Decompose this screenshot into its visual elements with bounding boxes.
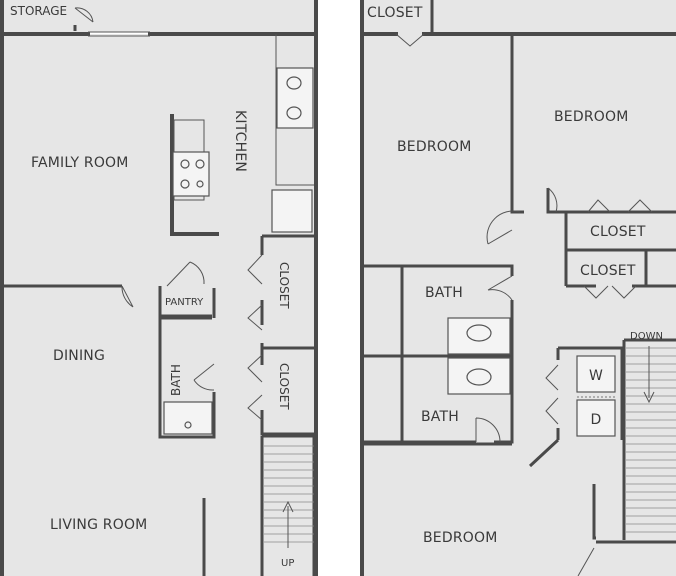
- burner: [180, 179, 190, 189]
- toilet: [184, 421, 192, 429]
- sink-basin: [286, 106, 302, 120]
- second-floor-area: [362, 0, 676, 576]
- laundry-walls: [528, 346, 624, 468]
- pantry-label: PANTRY: [165, 297, 204, 308]
- sliding-door: [88, 31, 150, 37]
- washer-label: W: [589, 368, 603, 384]
- storage-label: STORAGE: [10, 4, 67, 18]
- bath-upper-label: BATH: [425, 285, 463, 301]
- stair-walls: [622, 338, 676, 540]
- living-room-label: LIVING ROOM: [50, 517, 147, 533]
- bath-lower-label: BATH: [421, 409, 459, 425]
- second-floor: CLOSET BEDROOM BEDROOM CLOSET CLOSET BAT…: [360, 0, 676, 576]
- dining-label: DINING: [53, 348, 105, 364]
- kitchen-counter: [275, 34, 314, 186]
- cooktop: [172, 151, 210, 197]
- stairs-up-label: UP: [281, 558, 294, 569]
- wall: [362, 442, 676, 544]
- family-room-label: FAMILY ROOM: [31, 155, 129, 171]
- down-arrow-icon: [643, 346, 655, 404]
- bath-vanity: [163, 401, 213, 435]
- closet-bifold-doors: [247, 254, 263, 421]
- refrigerator: [271, 189, 313, 233]
- kitchen-island: [170, 114, 219, 236]
- storage-door: [74, 7, 94, 23]
- up-arrow-icon: [282, 500, 294, 548]
- first-floor: STORAGE FAMILY ROOM KITCHEN PANTRY CLOSE…: [0, 0, 318, 576]
- bath-upper-door: [487, 275, 513, 301]
- sink-basin: [466, 368, 492, 386]
- closet-top-door: [395, 33, 425, 47]
- bedroom-right-door: [486, 187, 558, 245]
- closet-bifold-doors: [583, 199, 653, 299]
- sink-basin: [286, 76, 302, 90]
- bath-door: [193, 363, 215, 391]
- burner: [195, 159, 205, 169]
- closet-right-2-label: CLOSET: [580, 263, 636, 279]
- washer-box: [576, 355, 616, 393]
- laundry-bifold-doors: [545, 364, 559, 425]
- bath-label: BATH: [169, 364, 183, 396]
- bedroom-bottom-label: BEDROOM: [423, 530, 497, 546]
- dryer-label: D: [591, 412, 602, 428]
- dining-door: [121, 285, 134, 308]
- bedroom-bottom-door: [577, 547, 595, 576]
- bedroom-right-label: BEDROOM: [554, 109, 628, 125]
- closet-right-1-label: CLOSET: [590, 224, 646, 240]
- burner: [180, 159, 190, 169]
- bath-lower-door: [475, 417, 501, 443]
- closet-top-label: CLOSET: [367, 5, 423, 21]
- burner: [196, 180, 204, 188]
- closet-walls: [564, 212, 676, 288]
- storage-area: [2, 0, 318, 32]
- bedroom-left-label: BEDROOM: [397, 139, 471, 155]
- closet-walls: [260, 234, 314, 436]
- stairs-up: [264, 445, 314, 543]
- closet-label: CLOSET: [277, 363, 291, 410]
- bath-walls: [362, 264, 514, 444]
- stair-walls: [260, 434, 316, 576]
- stairs-down-label: DOWN: [630, 331, 663, 342]
- stairs-down: [626, 347, 676, 533]
- closet-label: CLOSET: [277, 262, 291, 309]
- sink-basin: [466, 324, 492, 342]
- kitchen-label: KITCHEN: [232, 110, 248, 172]
- pantry-door: [166, 261, 205, 287]
- pantry-bath-walls: [158, 286, 216, 439]
- dryer-box: [576, 399, 616, 437]
